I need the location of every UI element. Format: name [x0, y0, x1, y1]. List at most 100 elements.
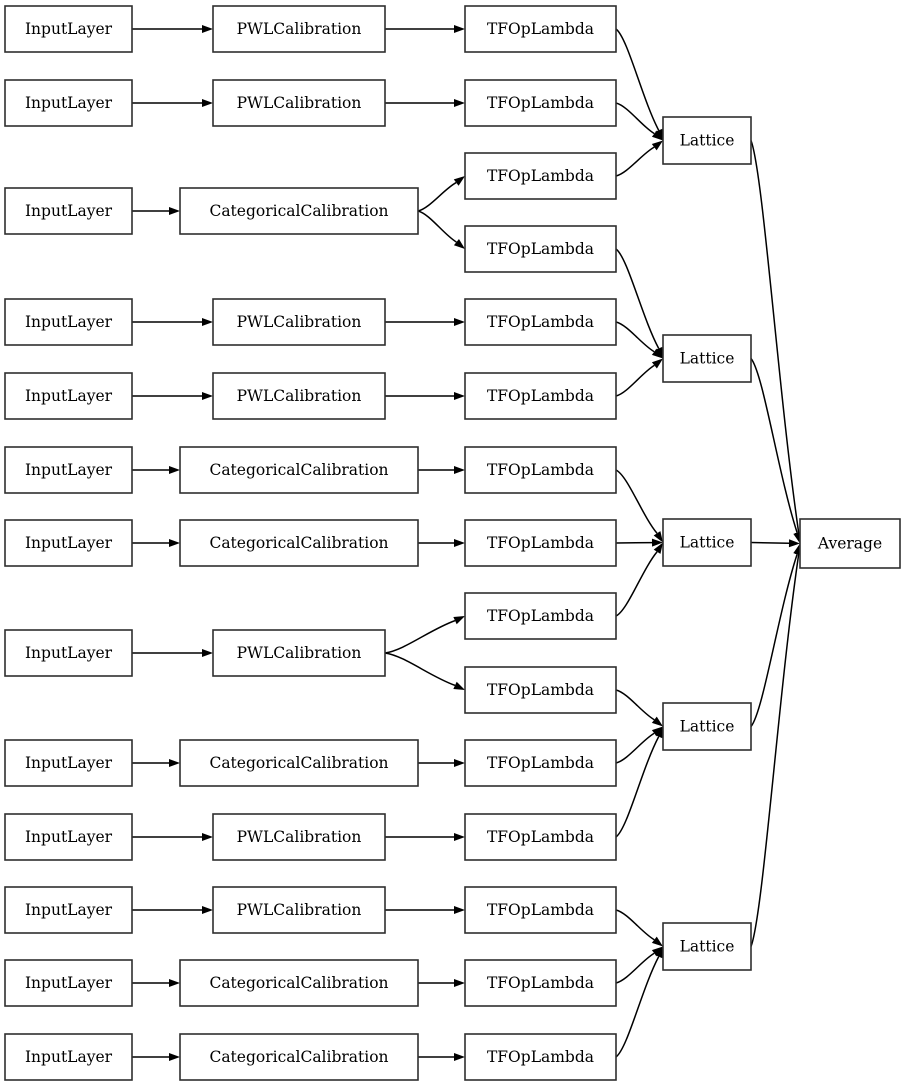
node-box[interactable]	[179, 187, 419, 235]
node-box[interactable]	[464, 372, 617, 420]
node-tfop-lambda-op1[interactable]: TFOpLambda	[464, 5, 617, 53]
node-input-layer-in7[interactable]: InputLayer	[4, 519, 133, 567]
node-box[interactable]	[212, 79, 386, 127]
node-categorical-calibration-cal3[interactable]: CategoricalCalibration	[179, 187, 419, 235]
node-label: TFOpLambda	[487, 167, 594, 185]
node-box[interactable]	[464, 666, 617, 714]
node-lattice-lat4[interactable]: Lattice	[662, 702, 752, 751]
node-box[interactable]	[662, 702, 752, 751]
node-lattice-lat2[interactable]: Lattice	[662, 334, 752, 383]
node-pwlcalibration-cal10[interactable]: PWLCalibration	[212, 813, 386, 861]
node-box[interactable]	[464, 79, 617, 127]
node-box[interactable]	[464, 959, 617, 1007]
node-categorical-calibration-cal7[interactable]: CategoricalCalibration	[179, 519, 419, 567]
node-box[interactable]	[4, 372, 133, 420]
node-tfop-lambda-op2[interactable]: TFOpLambda	[464, 79, 617, 127]
node-box[interactable]	[662, 334, 752, 383]
node-tfop-lambda-op15[interactable]: TFOpLambda	[464, 1033, 617, 1081]
node-pwlcalibration-cal2[interactable]: PWLCalibration	[212, 79, 386, 127]
node-box[interactable]	[4, 959, 133, 1007]
node-box[interactable]	[662, 922, 752, 971]
node-tfop-lambda-op14[interactable]: TFOpLambda	[464, 959, 617, 1007]
node-box[interactable]	[4, 446, 133, 494]
node-box[interactable]	[4, 187, 133, 235]
node-input-layer-in4[interactable]: InputLayer	[4, 298, 133, 346]
node-tfop-lambda-op13[interactable]: TFOpLambda	[464, 886, 617, 934]
node-box[interactable]	[179, 519, 419, 567]
node-input-layer-in9[interactable]: InputLayer	[4, 739, 133, 787]
node-lattice-lat3[interactable]: Lattice	[662, 518, 752, 567]
node-label: TFOpLambda	[487, 681, 594, 699]
node-input-layer-in2[interactable]: InputLayer	[4, 79, 133, 127]
node-tfop-lambda-op9[interactable]: TFOpLambda	[464, 592, 617, 640]
arrowhead-icon	[202, 99, 213, 107]
node-tfop-lambda-op5[interactable]: TFOpLambda	[464, 298, 617, 346]
node-average-avg[interactable]: Average	[799, 518, 901, 569]
node-box[interactable]	[464, 886, 617, 934]
node-box[interactable]	[179, 446, 419, 494]
node-tfop-lambda-op7[interactable]: TFOpLambda	[464, 446, 617, 494]
node-tfop-lambda-op10[interactable]: TFOpLambda	[464, 666, 617, 714]
node-lattice-lat5[interactable]: Lattice	[662, 922, 752, 971]
node-box[interactable]	[212, 5, 386, 53]
node-input-layer-in3[interactable]: InputLayer	[4, 187, 133, 235]
node-box[interactable]	[4, 739, 133, 787]
node-categorical-calibration-cal9[interactable]: CategoricalCalibration	[179, 739, 419, 787]
node-pwlcalibration-cal5[interactable]: PWLCalibration	[212, 372, 386, 420]
node-categorical-calibration-cal12[interactable]: CategoricalCalibration	[179, 959, 419, 1007]
node-box[interactable]	[464, 519, 617, 567]
node-box[interactable]	[662, 116, 752, 165]
node-box[interactable]	[4, 79, 133, 127]
node-input-layer-in11[interactable]: InputLayer	[4, 886, 133, 934]
node-box[interactable]	[464, 5, 617, 53]
node-pwlcalibration-cal8[interactable]: PWLCalibration	[212, 629, 386, 677]
node-label: Lattice	[680, 132, 735, 150]
node-input-layer-in10[interactable]: InputLayer	[4, 813, 133, 861]
node-box[interactable]	[464, 1033, 617, 1081]
node-box[interactable]	[464, 298, 617, 346]
node-box[interactable]	[212, 813, 386, 861]
node-tfop-lambda-op12[interactable]: TFOpLambda	[464, 813, 617, 861]
node-box[interactable]	[179, 959, 419, 1007]
node-input-layer-in8[interactable]: InputLayer	[4, 629, 133, 677]
node-box[interactable]	[179, 739, 419, 787]
node-box[interactable]	[464, 225, 617, 273]
node-box[interactable]	[662, 518, 752, 567]
arrowhead-icon	[202, 649, 213, 657]
node-pwlcalibration-cal4[interactable]: PWLCalibration	[212, 298, 386, 346]
node-box[interactable]	[464, 813, 617, 861]
node-box[interactable]	[4, 5, 133, 53]
node-input-layer-in13[interactable]: InputLayer	[4, 1033, 133, 1081]
node-box[interactable]	[4, 1033, 133, 1081]
edge-op4-to-lat2	[615, 248, 660, 349]
node-box[interactable]	[464, 592, 617, 640]
node-box[interactable]	[464, 739, 617, 787]
node-input-layer-in5[interactable]: InputLayer	[4, 372, 133, 420]
node-lattice-lat1[interactable]: Lattice	[662, 116, 752, 165]
node-box[interactable]	[4, 886, 133, 934]
node-box[interactable]	[799, 518, 901, 569]
node-box[interactable]	[212, 629, 386, 677]
node-categorical-calibration-cal13[interactable]: CategoricalCalibration	[179, 1033, 419, 1081]
node-box[interactable]	[464, 152, 617, 200]
node-box[interactable]	[212, 298, 386, 346]
node-tfop-lambda-op8[interactable]: TFOpLambda	[464, 519, 617, 567]
node-tfop-lambda-op4[interactable]: TFOpLambda	[464, 225, 617, 273]
node-tfop-lambda-op6[interactable]: TFOpLambda	[464, 372, 617, 420]
node-box[interactable]	[4, 519, 133, 567]
node-box[interactable]	[212, 886, 386, 934]
node-box[interactable]	[4, 629, 133, 677]
node-box[interactable]	[464, 446, 617, 494]
node-pwlcalibration-cal1[interactable]: PWLCalibration	[212, 5, 386, 53]
node-input-layer-in1[interactable]: InputLayer	[4, 5, 133, 53]
node-categorical-calibration-cal6[interactable]: CategoricalCalibration	[179, 446, 419, 494]
node-box[interactable]	[4, 813, 133, 861]
node-tfop-lambda-op11[interactable]: TFOpLambda	[464, 739, 617, 787]
node-box[interactable]	[179, 1033, 419, 1081]
node-input-layer-in6[interactable]: InputLayer	[4, 446, 133, 494]
node-box[interactable]	[212, 372, 386, 420]
node-pwlcalibration-cal11[interactable]: PWLCalibration	[212, 886, 386, 934]
node-tfop-lambda-op3[interactable]: TFOpLambda	[464, 152, 617, 200]
node-box[interactable]	[4, 298, 133, 346]
node-input-layer-in12[interactable]: InputLayer	[4, 959, 133, 1007]
